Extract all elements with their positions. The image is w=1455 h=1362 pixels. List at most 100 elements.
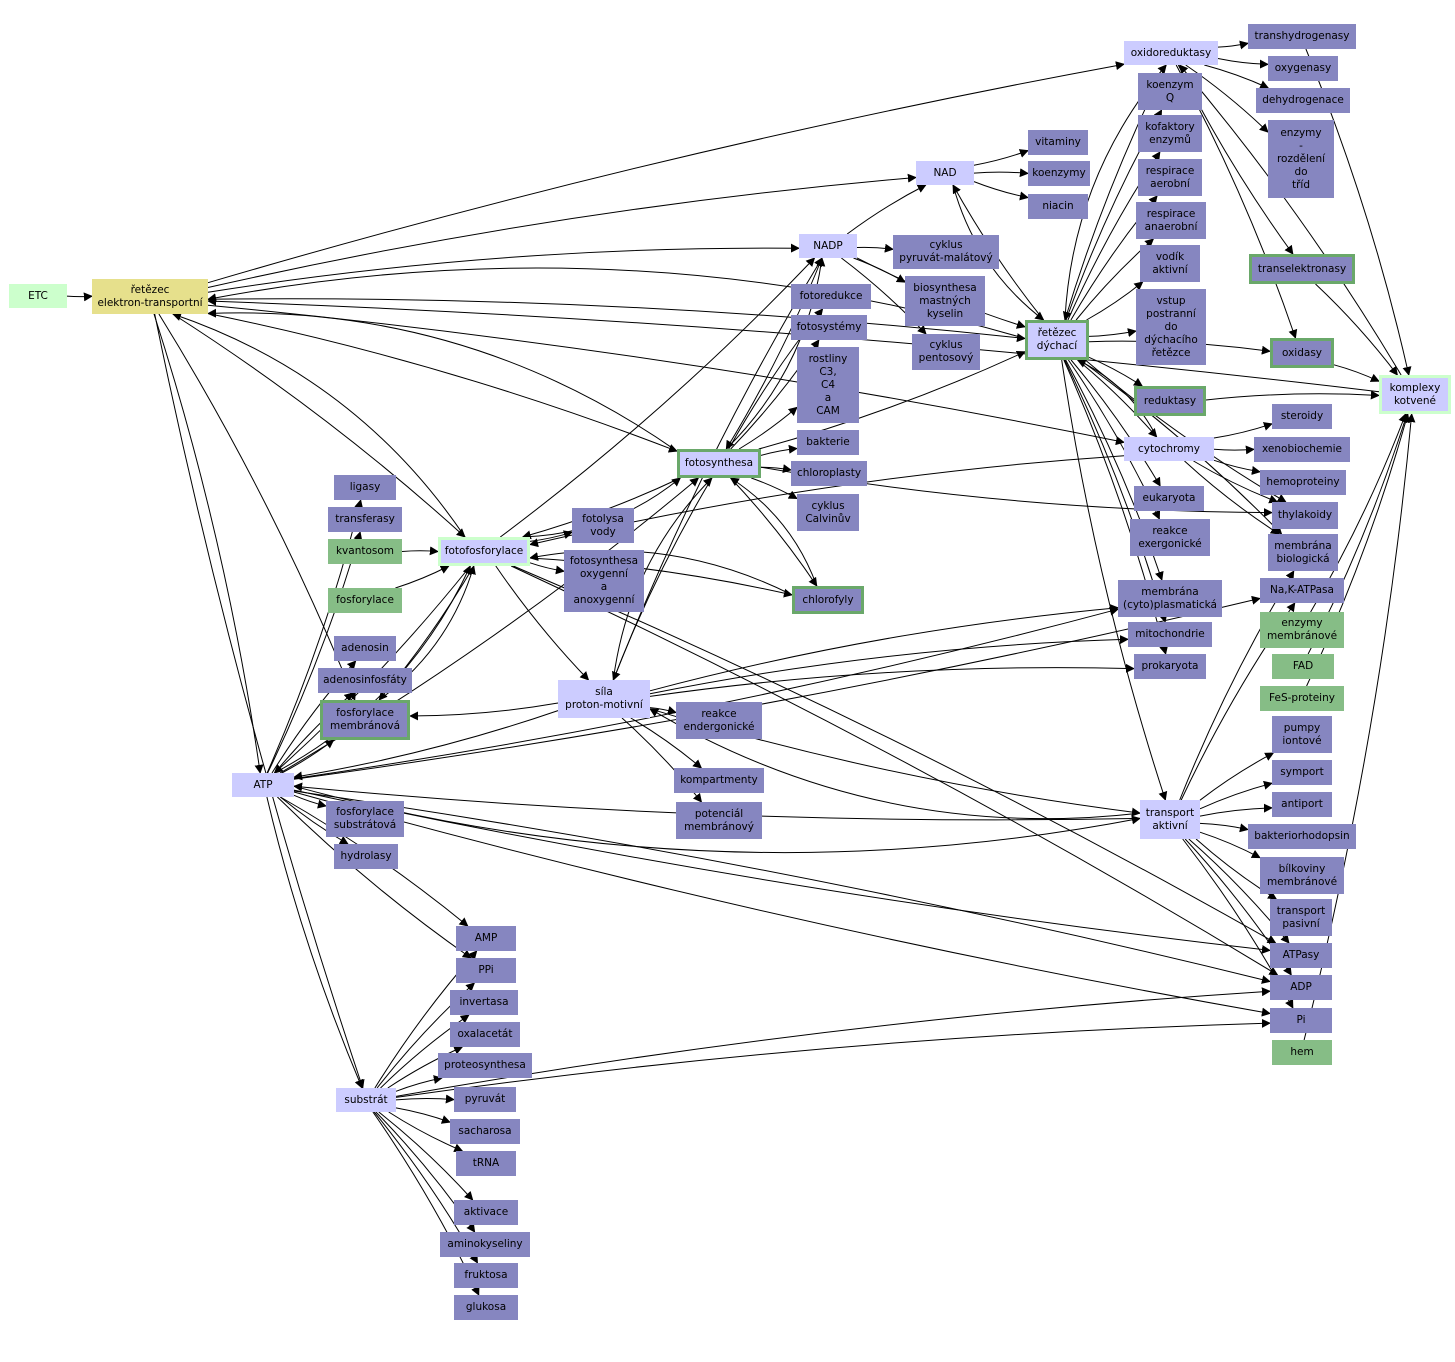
node-bakterie[interactable]: bakterie [797, 430, 859, 455]
node-prokaryota[interactable]: prokaryota [1134, 654, 1206, 679]
node-symport[interactable]: symport [1272, 760, 1332, 785]
node-thylakoidy[interactable]: thylakoidy [1272, 502, 1338, 529]
node-chlorofyly[interactable]: chlorofyly [792, 586, 864, 614]
node-aminokyseliny[interactable]: aminokyseliny [440, 1232, 530, 1257]
node-bakteriorhodopsin[interactable]: bakteriorhodopsin [1248, 824, 1356, 849]
node-hem[interactable]: hem [1272, 1040, 1332, 1065]
node-adenosin[interactable]: adenosin [334, 636, 396, 661]
node-koenzymy[interactable]: koenzymy [1028, 161, 1090, 186]
node-label-line: respirace [1145, 164, 1195, 177]
node-cytochromy[interactable]: cytochromy [1124, 437, 1214, 461]
node-nak-atpasa[interactable]: Na,K-ATPasa [1260, 578, 1344, 603]
node-pi[interactable]: Pi [1270, 1008, 1332, 1033]
node-label-line: mitochondrie [1135, 628, 1205, 640]
node-chloroplasty[interactable]: chloroplasty [791, 461, 867, 486]
node-label-line: vodík [1155, 250, 1185, 263]
node-xenobiochemie[interactable]: xenobiochemie [1254, 437, 1350, 462]
node-fotosynthesa[interactable]: fotosynthesa [677, 449, 761, 478]
node-antiport[interactable]: antiport [1272, 792, 1332, 817]
node-kvantosom[interactable]: kvantosom [328, 539, 402, 564]
node-label-line: a [824, 391, 832, 404]
node-atp[interactable]: ATP [232, 773, 294, 797]
node-fotofosforylace[interactable]: fotofosforylace [438, 537, 530, 566]
node-glukosa[interactable]: glukosa [454, 1295, 518, 1320]
node-reduktasy[interactable]: reduktasy [1134, 386, 1206, 416]
node-trna[interactable]: tRNA [456, 1151, 516, 1176]
node-hydrolasy[interactable]: hydrolasy [334, 844, 398, 869]
node-pyruvat[interactable]: pyruvát [454, 1087, 516, 1112]
node-sacharosa[interactable]: sacharosa [450, 1119, 520, 1144]
node-transhydrogenasy[interactable]: transhydrogenasy [1248, 24, 1356, 49]
node-nad[interactable]: NAD [916, 161, 974, 185]
node-mitochondrie[interactable]: mitochondrie [1128, 622, 1212, 647]
node-label-line: transport [1276, 904, 1326, 917]
node-fosforylace[interactable]: fosforylace [328, 588, 402, 613]
node-aktivace[interactable]: aktivace [454, 1200, 518, 1225]
node-oxygenasy[interactable]: oxygenasy [1268, 56, 1338, 81]
node-amp[interactable]: AMP [456, 926, 516, 951]
node-fruktosa[interactable]: fruktosa [454, 1263, 518, 1288]
node-invertasa[interactable]: invertasa [450, 990, 518, 1015]
node-label-line: cyklus [811, 499, 845, 512]
node-oxidasy[interactable]: oxidasy [1270, 338, 1334, 368]
node-adp[interactable]: ADP [1270, 975, 1332, 1000]
node-etc[interactable]: ETC [9, 284, 67, 308]
node-transferasy[interactable]: transferasy [328, 507, 402, 532]
node-vitaminy[interactable]: vitaminy [1028, 130, 1088, 155]
node-steroidy[interactable]: steroidy [1272, 404, 1332, 429]
node-oxidoreduktasy[interactable]: oxidoreduktasy [1124, 41, 1218, 65]
node-label-line: fotosystémy [796, 321, 862, 333]
edge-retezec-et-to-cytochromy [207, 304, 1125, 446]
node-fes[interactable]: FeS-proteiny [1260, 686, 1344, 711]
node-adenosinfosfaty[interactable]: adenosinfosfáty [318, 668, 412, 693]
node-atpasy[interactable]: ATPasy [1270, 943, 1332, 968]
node-niacin[interactable]: niacin [1028, 194, 1088, 219]
node-proteosynthesa[interactable]: proteosynthesa [438, 1053, 532, 1078]
node-ligasy[interactable]: ligasy [334, 475, 396, 500]
node-fotoredukce[interactable]: fotoredukce [791, 284, 871, 309]
node-membrana-cyto[interactable]: membrána(cyto)plasmatická [1118, 580, 1222, 617]
node-fad[interactable]: FAD [1272, 654, 1334, 679]
node-hemoproteiny[interactable]: hemoproteiny [1260, 470, 1346, 495]
node-fotosystemy[interactable]: fotosystémy [791, 315, 867, 340]
node-nadp[interactable]: NADP [799, 234, 857, 258]
node-ppi[interactable]: PPi [456, 958, 516, 983]
edge-atp-to-membrana-cyto [293, 606, 1119, 780]
node-eukaryota[interactable]: eukaryota [1134, 486, 1204, 511]
node-substrat[interactable]: substrát [336, 1088, 396, 1112]
node-oxalacetat[interactable]: oxalacetát [450, 1022, 520, 1047]
node-transelektronasy[interactable]: transelektronasy [1249, 254, 1355, 284]
node-label-line: substrátová [333, 819, 397, 831]
node-kompartmenty[interactable]: kompartmenty [674, 768, 764, 793]
node-dehydrogenace[interactable]: dehydrogenace [1256, 88, 1350, 113]
